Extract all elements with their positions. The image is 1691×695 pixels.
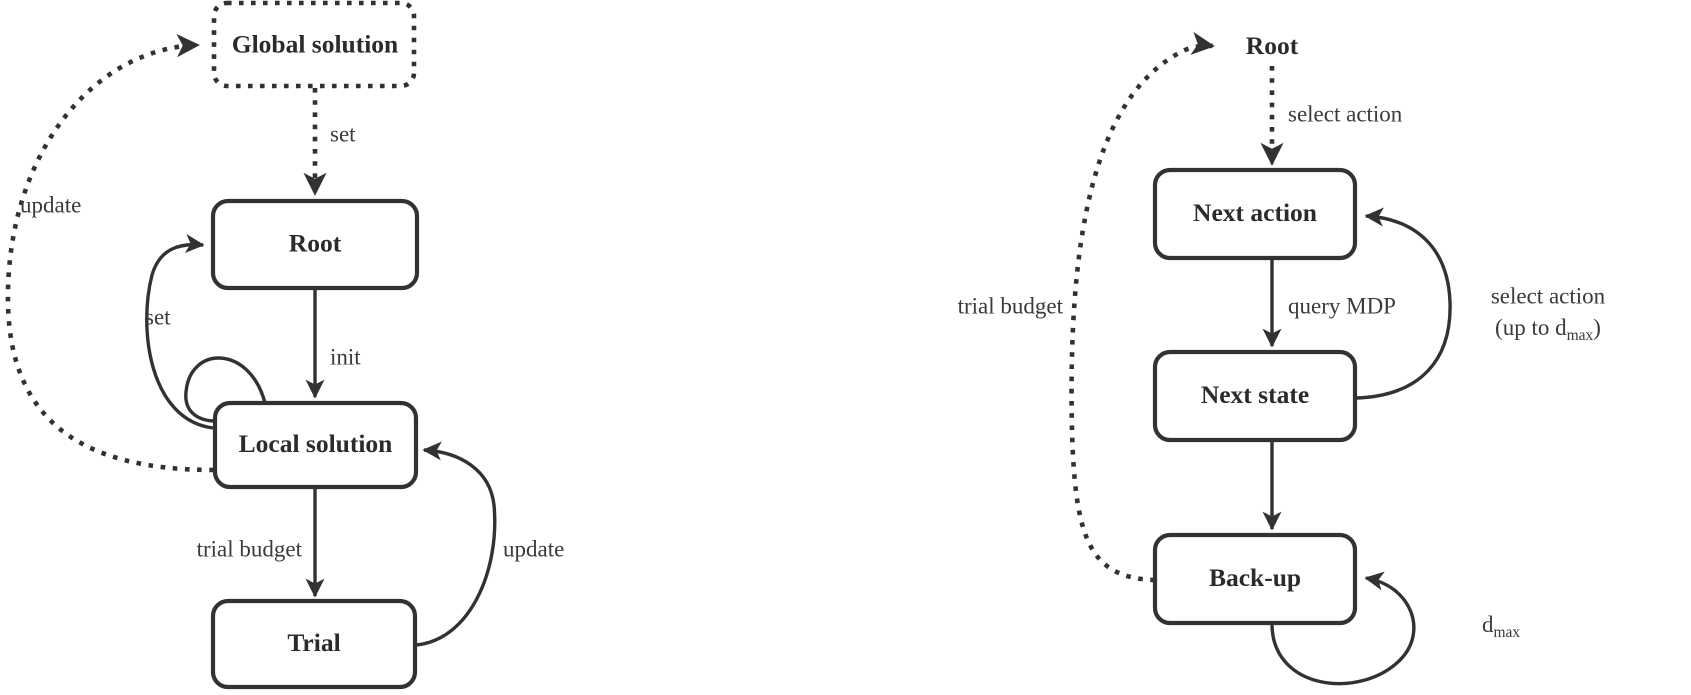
node-trial[interactable]	[210, 598, 418, 690]
node-root-left-label: Root	[289, 228, 342, 257]
node-global-solution[interactable]	[211, 0, 417, 89]
panel-right: Root Next action Next state Back-up sele…	[958, 31, 1606, 686]
edge-trial-to-localsolution	[415, 441, 497, 647]
edge-localsolution-to-root	[145, 234, 214, 430]
dmax-prefix: d	[1482, 612, 1494, 637]
edge-label-select-action-root: select action	[1288, 101, 1403, 126]
node-back-up-label: Back-up	[1209, 563, 1301, 592]
edge-label-dmax: dmax	[1482, 612, 1520, 640]
node-next-state[interactable]	[1152, 349, 1358, 443]
edge-label-query-mdp: query MDP	[1288, 293, 1396, 318]
node-trial-label: Trial	[287, 628, 340, 657]
edge-label-update-trial: update	[503, 536, 564, 561]
panel-left: Global solution Root Local solution Tria…	[5, 0, 564, 690]
node-local-solution[interactable]	[212, 400, 419, 490]
edge-label-update-global: update	[20, 192, 81, 217]
edge-nextstate-to-nextaction	[1355, 207, 1452, 400]
edge-label-up-to-dmax: (up to dmax)	[1495, 315, 1601, 343]
node-next-action[interactable]	[1152, 167, 1358, 261]
edge-label-trial-budget-right: trial budget	[958, 293, 1064, 318]
edge-label-init: init	[330, 344, 361, 369]
node-back-up[interactable]	[1152, 532, 1358, 626]
node-next-action-label: Next action	[1193, 198, 1317, 227]
up-to-sub: max	[1567, 327, 1594, 344]
edge-backup-to-root	[1069, 31, 1215, 583]
edge-label-trial-budget-left: trial budget	[197, 536, 303, 561]
edge-trial-to-global	[5, 34, 215, 473]
node-global-solution-label: Global solution	[232, 29, 399, 58]
edge-label-select-action-loop: select action	[1491, 283, 1606, 308]
node-root-left[interactable]	[210, 198, 420, 291]
up-to-prefix: (up to d	[1495, 315, 1567, 340]
up-to-suffix: )	[1593, 315, 1601, 340]
edge-localsolution-self-loop	[184, 356, 267, 423]
node-local-solution-label: Local solution	[239, 429, 393, 458]
dmax-sub: max	[1494, 624, 1521, 641]
edge-backup-self-loop	[1270, 571, 1416, 686]
edge-label-set-local-root: set	[145, 304, 171, 329]
node-next-state-label: Next state	[1201, 380, 1309, 409]
edge-label-set-global: set	[330, 121, 356, 146]
node-root-right-label[interactable]: Root	[1246, 31, 1299, 60]
